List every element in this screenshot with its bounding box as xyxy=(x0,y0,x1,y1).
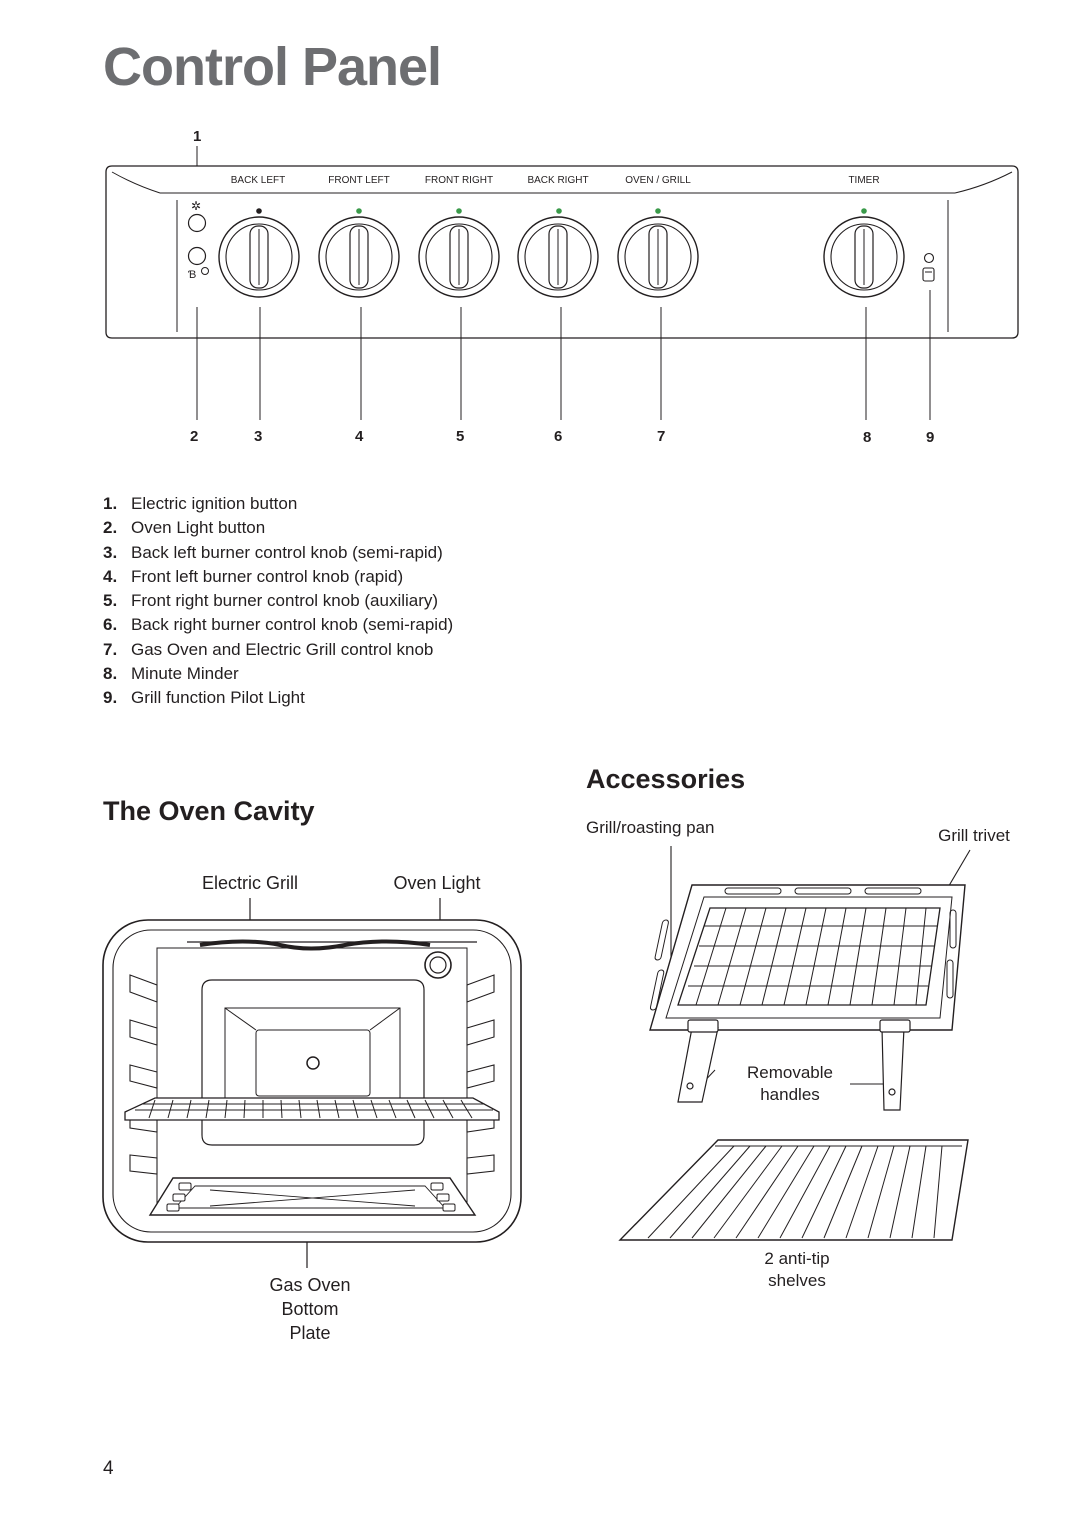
callout-7: 7 xyxy=(657,428,665,445)
legend-text: Gas Oven and Electric Grill control knob xyxy=(131,639,434,659)
legend-item: 9. Grill function Pilot Light xyxy=(103,686,453,710)
legend-text: Front right burner control knob (auxilia… xyxy=(131,591,439,611)
legend-text: Back right burner control knob (semi-rap… xyxy=(131,615,454,635)
back-panel xyxy=(201,979,425,1146)
knob-back-right[interactable] xyxy=(517,216,599,298)
legend-number: 6. xyxy=(103,615,118,635)
oven-light-button[interactable]: Ɓ xyxy=(187,246,209,282)
label-line: Removable xyxy=(747,1063,833,1082)
label-line: shelves xyxy=(768,1271,826,1290)
grill-pilot-light xyxy=(922,252,935,282)
legend-text: Grill function Pilot Light xyxy=(131,688,305,708)
callout-8: 8 xyxy=(863,429,871,446)
legend-item: 8. Minute Minder xyxy=(103,662,453,686)
knob-front-right[interactable] xyxy=(418,216,500,298)
legend-number: 8. xyxy=(103,664,118,684)
legend-text: Back left burner control knob (semi-rapi… xyxy=(131,542,443,562)
grill-trivet xyxy=(677,907,941,1006)
callout-9: 9 xyxy=(926,429,934,446)
callout-5: 5 xyxy=(456,428,464,445)
gas-oven-bottom-plate xyxy=(148,1177,477,1216)
accessories-illustration xyxy=(618,846,971,1241)
knob-label-timer: TIMER xyxy=(848,175,879,186)
label-line: Bottom xyxy=(281,1299,339,1319)
legend-item: 2. Oven Light button xyxy=(103,516,453,540)
grill-element xyxy=(199,939,431,951)
lamp-icon xyxy=(201,267,209,275)
legend-item: 7. Gas Oven and Electric Grill control kn… xyxy=(103,638,453,662)
removable-handles xyxy=(677,1019,911,1111)
fan-outlet xyxy=(306,1056,320,1070)
legend-number: 4. xyxy=(103,566,118,586)
legend-number: 9. xyxy=(103,688,118,708)
label-line: Plate xyxy=(289,1323,331,1343)
knob-front-left[interactable] xyxy=(318,216,400,298)
label-line: Gas Oven xyxy=(269,1275,351,1295)
legend-text: Minute Minder xyxy=(131,664,239,684)
legend-item: 4. Front left burner control knob (rapid) xyxy=(103,565,453,589)
legend-item: 3. Back left burner control knob (semi-ra… xyxy=(103,541,453,565)
label-line: 2 anti-tip xyxy=(764,1249,830,1268)
knob-label-back-left: BACK LEFT xyxy=(231,175,285,186)
indicator-dot-timer xyxy=(861,208,867,214)
legend-item: 1. Electric ignition button xyxy=(103,492,453,516)
page-title: Control Panel xyxy=(103,37,442,97)
label-gas-oven-bottom-plate: Gas Oven Bottom Plate xyxy=(230,1273,390,1345)
knob-label-oven-grill: OVEN / GRILL xyxy=(625,175,691,186)
bulb-icon: Ɓ xyxy=(188,269,196,281)
callout-2: 2 xyxy=(190,428,198,445)
legend-number: 7. xyxy=(103,639,118,659)
callout-lines xyxy=(196,290,931,420)
knob-label-front-left: FRONT LEFT xyxy=(328,175,389,186)
indicator-dot-front-left xyxy=(356,208,362,214)
legend-text: Oven Light button xyxy=(131,518,266,538)
grill-icon xyxy=(922,267,935,282)
accessories-heading: Accessories xyxy=(586,764,746,794)
callout-1: 1 xyxy=(193,128,201,145)
indicator-dot-back-left xyxy=(256,208,262,214)
control-panel-legend: 1. Electric ignition button 2. Oven Light … xyxy=(103,492,453,711)
ignition-button[interactable]: ✲ xyxy=(187,199,207,233)
legend-text: Front left burner control knob (rapid) xyxy=(131,566,404,586)
knob-label-front-right: FRONT RIGHT xyxy=(425,175,493,186)
spark-icon: ✲ xyxy=(191,199,201,213)
indicator-dot-front-right xyxy=(456,208,462,214)
knob-label-back-right: BACK RIGHT xyxy=(527,175,588,186)
oven-cavity-heading: The Oven Cavity xyxy=(103,796,315,826)
legend-number: 2. xyxy=(103,518,118,538)
label-grill-trivet: Grill trivet xyxy=(938,826,1010,845)
legend-item: 6. Back right burner control knob (semi-r… xyxy=(103,613,453,637)
legend-number: 5. xyxy=(103,591,118,611)
page-number: 4 xyxy=(103,1458,114,1479)
knob-timer[interactable] xyxy=(823,216,905,298)
legend-text: Electric ignition button xyxy=(131,494,298,513)
oven-light xyxy=(424,951,452,979)
knob-oven-grill[interactable] xyxy=(617,216,699,298)
legend-item: 5. Front right burner control knob (auxil… xyxy=(103,589,453,613)
legend-number: 1. xyxy=(103,494,118,513)
anti-tip-shelf xyxy=(618,1139,969,1241)
knob-back-left[interactable] xyxy=(218,216,300,298)
legend-number: 3. xyxy=(103,542,118,562)
callout-4: 4 xyxy=(355,428,364,445)
callout-6: 6 xyxy=(554,428,562,445)
indicator-dot-oven-grill xyxy=(655,208,661,214)
oven-shelf xyxy=(124,1097,500,1121)
oven-frame xyxy=(102,919,522,1243)
control-panel-diagram: 1 BACK LEFT FRONT LEFT FRONT RIGHT BACK … xyxy=(105,128,1019,446)
indicator-dot-back-right xyxy=(556,208,562,214)
label-electric-grill: Electric Grill xyxy=(201,873,298,893)
callout-3: 3 xyxy=(254,428,262,445)
label-removable-handles: Removable handles xyxy=(720,1062,860,1106)
oven-cavity-illustration xyxy=(102,898,522,1268)
label-anti-tip-shelves: 2 anti-tip shelves xyxy=(727,1248,867,1292)
label-line: handles xyxy=(760,1085,820,1104)
label-grill-roasting-pan: Grill/roasting pan xyxy=(586,818,715,837)
label-oven-light: Oven Light xyxy=(393,873,481,893)
